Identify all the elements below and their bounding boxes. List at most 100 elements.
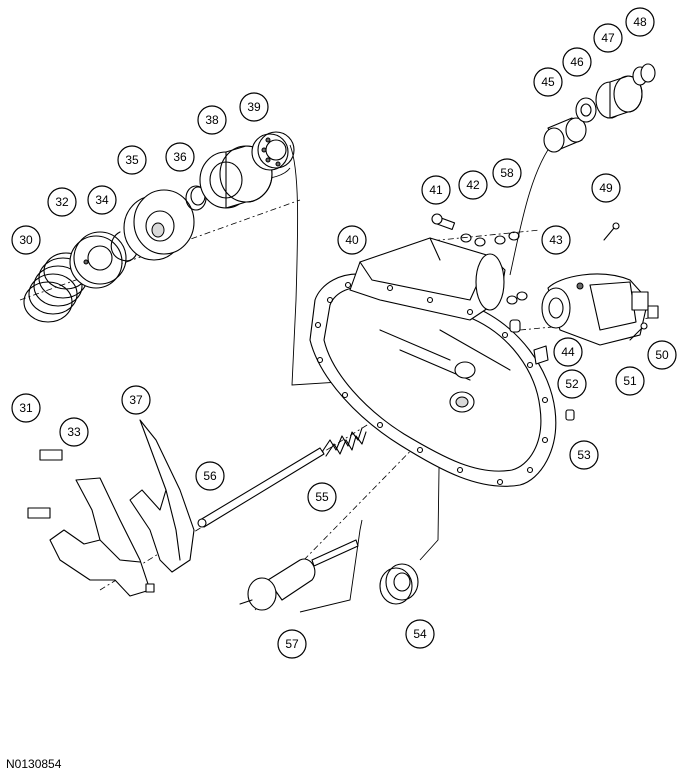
- callout-circle: [307, 482, 337, 512]
- part-43-shift-motor: [541, 273, 649, 346]
- callout-label: 38: [205, 113, 219, 127]
- callout-label: 35: [125, 153, 139, 167]
- callout-circle: [277, 629, 307, 659]
- callout-label: 34: [95, 193, 109, 207]
- part-46-seal: [575, 97, 597, 123]
- callout-label: 56: [203, 469, 217, 483]
- callout-label: 48: [633, 15, 647, 29]
- callout-label: 58: [500, 166, 514, 180]
- part-51-screw: [629, 322, 648, 341]
- callout-circle: [533, 67, 563, 97]
- callout-label: 47: [601, 31, 615, 45]
- callout-circle: [239, 92, 269, 122]
- callout-label: 52: [565, 377, 579, 391]
- callout-36: 36: [165, 142, 195, 172]
- callout-circle: [405, 619, 435, 649]
- callout-44: 44: [553, 337, 583, 367]
- callout-48: 48: [625, 7, 655, 37]
- callout-49: 49: [591, 173, 621, 203]
- callout-label: 54: [413, 627, 427, 641]
- part-44-dowel: [509, 319, 521, 333]
- callout-47: 47: [593, 23, 623, 53]
- callout-33: 33: [59, 417, 89, 447]
- callout-circle: [615, 366, 645, 396]
- callout-label: 42: [466, 178, 480, 192]
- callout-label: 50: [655, 348, 669, 362]
- callout-label: 43: [549, 233, 563, 247]
- callout-circle: [458, 170, 488, 200]
- part-56-shift-rail: [197, 447, 325, 528]
- callout-45: 45: [533, 67, 563, 97]
- part-52-label: [533, 345, 549, 365]
- part-55-spring: [321, 427, 367, 457]
- part-50-connector: [647, 305, 659, 319]
- part-37-shift-fork: [129, 419, 195, 573]
- callout-55: 55: [307, 482, 337, 512]
- part-31-pads: [27, 449, 63, 519]
- callout-35: 35: [117, 145, 147, 175]
- callout-54: 54: [405, 619, 435, 649]
- callout-30: 30: [11, 225, 41, 255]
- part-49-screw: [603, 222, 620, 241]
- callout-label: 53: [577, 448, 591, 462]
- callout-40: 40: [337, 225, 367, 255]
- callout-42: 42: [458, 170, 488, 200]
- callout-57: 57: [277, 629, 307, 659]
- part-32-plate: [69, 231, 127, 289]
- callout-label: 39: [247, 100, 261, 114]
- callout-circle: [59, 417, 89, 447]
- callout-label: 31: [19, 401, 33, 415]
- callout-label: 40: [345, 233, 359, 247]
- callout-circle: [591, 173, 621, 203]
- callout-circle: [569, 440, 599, 470]
- callout-circle: [541, 225, 571, 255]
- callout-51: 51: [615, 366, 645, 396]
- callout-56: 56: [195, 461, 225, 491]
- callout-circle: [593, 23, 623, 53]
- figure-id: N0130854: [6, 757, 62, 771]
- callout-circle: [117, 145, 147, 175]
- callout-39: 39: [239, 92, 269, 122]
- callout-circle: [492, 158, 522, 188]
- callout-53: 53: [569, 440, 599, 470]
- callout-41: 41: [421, 175, 451, 205]
- part-54-bearing: [379, 563, 419, 605]
- callout-circle: [557, 369, 587, 399]
- callout-label: 30: [19, 233, 33, 247]
- part-42-washers: [460, 233, 486, 247]
- callout-circle: [197, 105, 227, 135]
- callout-circle: [625, 7, 655, 37]
- part-35-clutch-hub: [123, 189, 195, 261]
- callout-37: 37: [121, 385, 151, 415]
- callout-label: 33: [67, 425, 81, 439]
- callout-circle: [11, 393, 41, 423]
- callout-label: 37: [129, 393, 143, 407]
- callout-circle: [11, 225, 41, 255]
- callout-label: 32: [55, 195, 69, 209]
- callout-circle: [421, 175, 451, 205]
- callout-52: 52: [557, 369, 587, 399]
- callout-circle: [195, 461, 225, 491]
- callout-circle: [553, 337, 583, 367]
- callout-circle: [87, 185, 117, 215]
- callout-38: 38: [197, 105, 227, 135]
- part-58-washers: [494, 231, 528, 305]
- callout-circle: [121, 385, 151, 415]
- callout-43: 43: [541, 225, 571, 255]
- callout-circle: [337, 225, 367, 255]
- part-39-bearing: [251, 131, 295, 171]
- callout-label: 51: [623, 374, 637, 388]
- callout-circle: [47, 187, 77, 217]
- callout-label: 44: [561, 345, 575, 359]
- callout-50: 50: [647, 340, 677, 370]
- callout-circle: [165, 142, 195, 172]
- part-53-plug: [565, 409, 575, 421]
- part-47-yoke: [595, 75, 643, 119]
- part-45-sleeve: [543, 117, 587, 153]
- callout-circle: [562, 47, 592, 77]
- callout-34: 34: [87, 185, 117, 215]
- callout-label: 41: [429, 183, 443, 197]
- callout-label: 55: [315, 490, 329, 504]
